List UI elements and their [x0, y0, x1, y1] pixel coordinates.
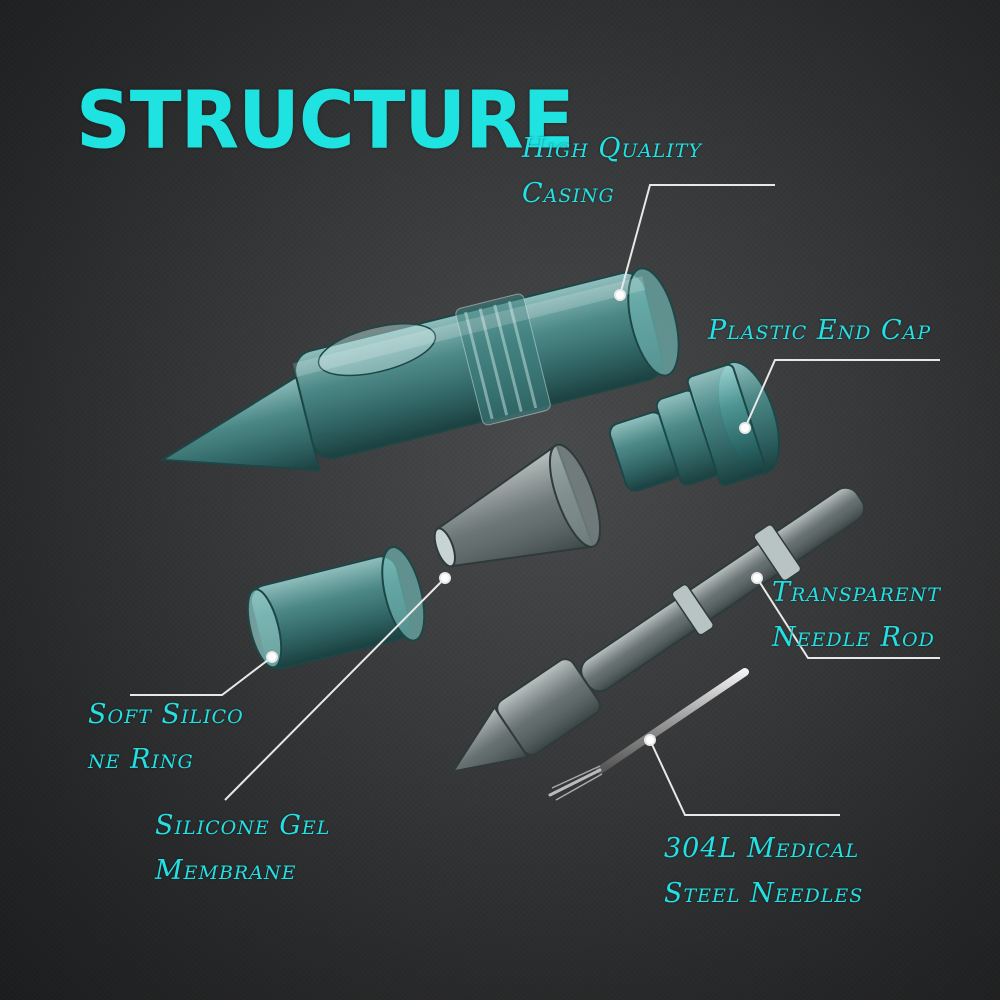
- label-gel-membrane-line-1: Silicone Gel: [155, 810, 331, 841]
- label-needles-line-1: 304L Medical: [664, 833, 860, 864]
- silicone-ring-part: [246, 546, 426, 670]
- gel-membrane-part: [433, 443, 602, 568]
- leader-needles: [649, 739, 840, 816]
- label-casing: High Quality Casing: [522, 126, 702, 216]
- label-end-cap: Plastic End Cap: [708, 308, 931, 353]
- leader-dot-silicone-ring: [266, 651, 278, 663]
- label-needle-rod-line-2: Needle Rod: [772, 622, 935, 653]
- leader-needle-rod: [756, 577, 940, 659]
- label-needle-rod: Transparent Needle Rod: [772, 570, 941, 660]
- label-gel-membrane: Silicone Gel Membrane: [155, 803, 330, 893]
- leader-end-cap: [744, 359, 940, 429]
- label-needles: 304L Medical Steel Needles: [664, 826, 863, 916]
- label-gel-membrane-line-2: Membrane: [155, 855, 297, 886]
- label-silicone-ring: Soft Silico ne Ring: [88, 692, 244, 782]
- needle-rod-part: [451, 486, 866, 773]
- leader-lines: [130, 184, 940, 816]
- casing-part: [159, 267, 680, 472]
- leader-dot-casing: [614, 289, 626, 301]
- label-end-cap-line-1: Plastic End Cap: [708, 315, 932, 346]
- leader-dot-needles: [644, 734, 656, 746]
- label-silicone-ring-line-1: Soft Silico: [88, 699, 244, 730]
- leader-dot-gel-membrane: [439, 572, 451, 584]
- label-silicone-ring-line-2: ne Ring: [88, 744, 194, 775]
- label-casing-line-1: High Quality: [522, 133, 703, 164]
- leader-dot-end-cap: [739, 422, 751, 434]
- leader-casing: [619, 184, 775, 296]
- steel-needles-part: [548, 668, 749, 801]
- leader-silicone-ring: [130, 656, 273, 696]
- leader-gel-membrane: [224, 577, 446, 801]
- page-title: STRUCTURE: [76, 72, 575, 167]
- label-casing-line-2: Casing: [522, 178, 615, 209]
- label-needles-line-2: Steel Needles: [664, 878, 864, 909]
- label-needle-rod-line-1: Transparent: [772, 577, 941, 608]
- leader-dot-needle-rod: [751, 572, 763, 584]
